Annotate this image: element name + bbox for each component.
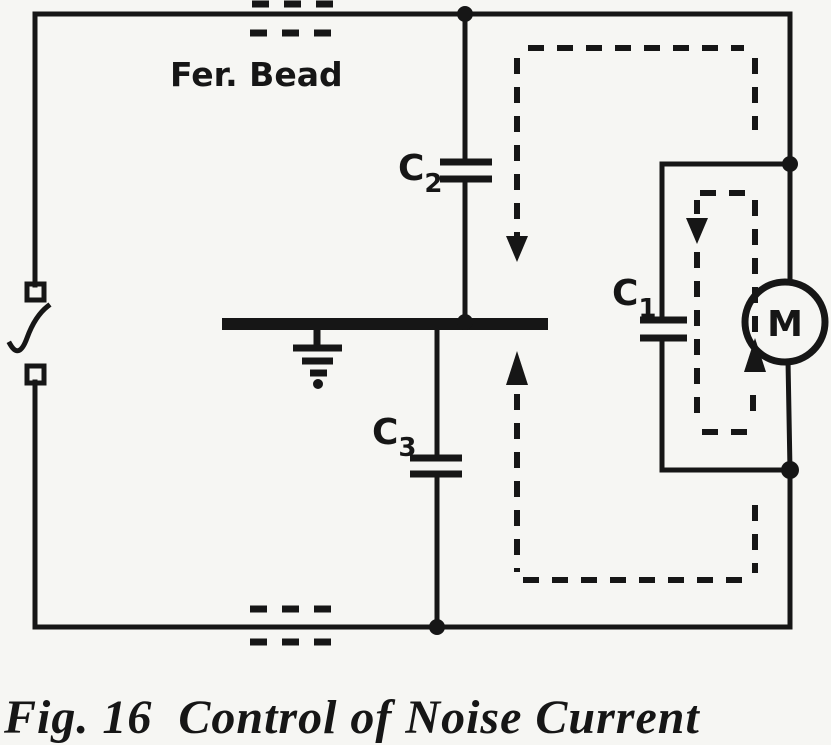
motor-circle [741,278,829,366]
ac-source [6,281,52,386]
ground-symbol-icon [293,330,342,389]
motor-label: M [767,304,803,345]
c3-capacitor [410,327,462,630]
arrow-down-icon [506,236,528,262]
junction-bus-c2 [457,314,473,330]
junction-motor-bottom [781,461,799,479]
figure-caption: Fig. 16 Control of Noise Current [4,691,700,744]
noise-loop-outer [506,45,758,583]
noise-loop-inner [686,190,766,435]
source-terminal-bottom [24,363,47,386]
c3-label: C3 [372,412,417,463]
sine-wave-icon [6,302,52,354]
ground-dot [313,379,323,389]
arrow-down-icon [686,218,708,244]
junction-top [457,6,473,22]
arrow-up-icon [506,351,528,385]
arrow-up-icon [744,338,766,372]
c1-label: C1 [612,273,657,324]
ferrite-bead-label: Fer. Bead [170,55,343,94]
junction-motor-top [782,156,798,172]
source-terminal-top [24,281,47,303]
motor: M [741,278,829,366]
right-wire-lower [785,357,793,630]
junction-bottom-c3 [429,619,445,635]
c2-capacitor [440,11,492,323]
c2-label: C2 [398,148,443,199]
